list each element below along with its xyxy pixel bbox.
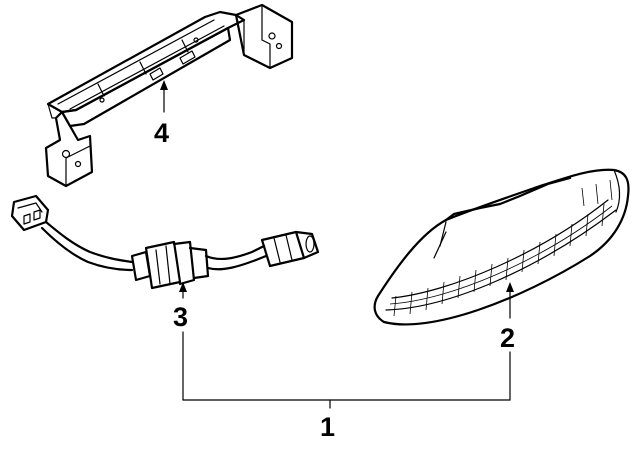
side-marker-lamp-part — [373, 168, 630, 326]
arrow-head-3 — [179, 282, 187, 292]
callout-1: 1 — [320, 412, 335, 442]
callout-2: 2 — [500, 323, 515, 353]
arrow-head-4 — [160, 80, 168, 90]
socket-harness-part — [10, 194, 320, 290]
leader-lines — [160, 80, 514, 409]
callout-4: 4 — [154, 118, 169, 148]
callout-3: 3 — [173, 302, 188, 332]
arrow-head-2 — [506, 282, 514, 292]
bracket-part — [44, 3, 294, 188]
